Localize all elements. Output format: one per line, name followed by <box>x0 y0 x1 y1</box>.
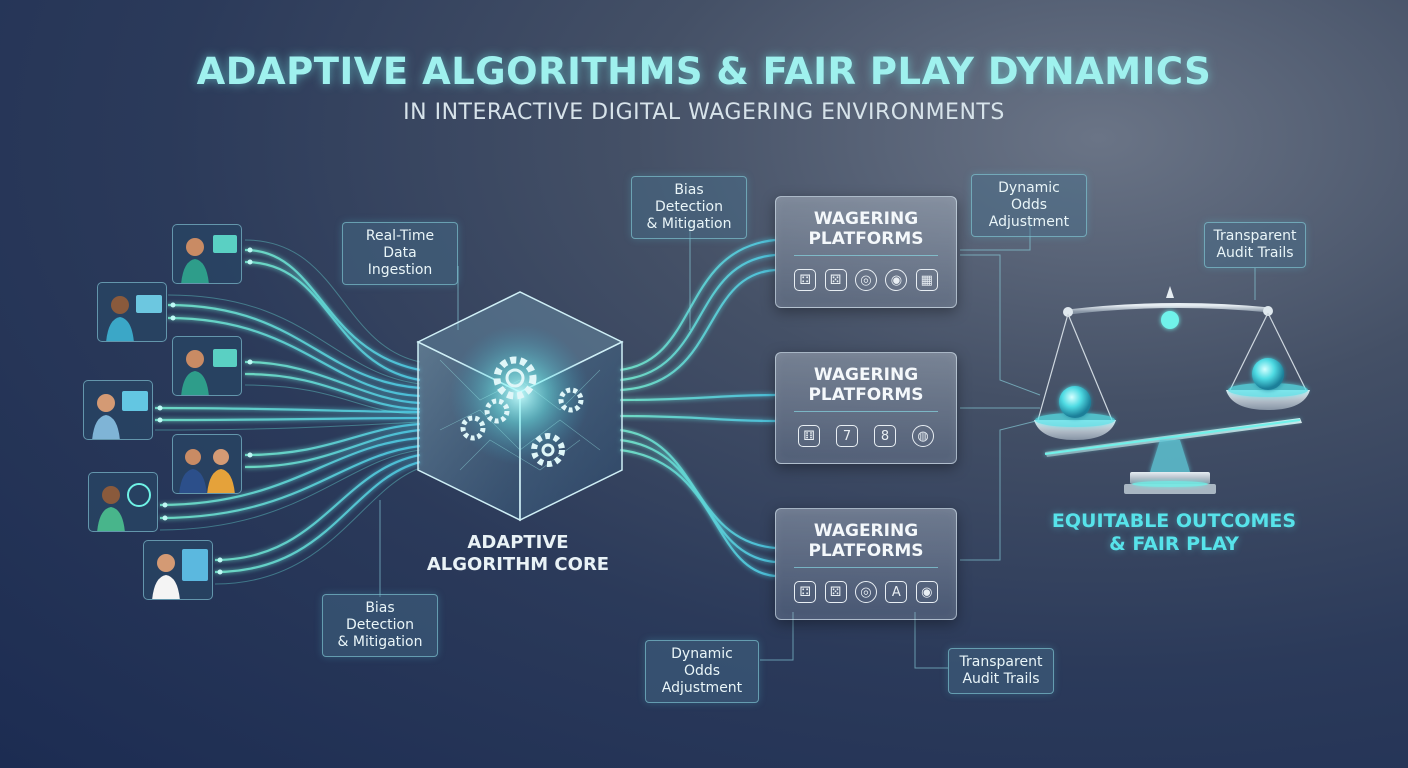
panel-icons: ⚃ ⚄ ◎ ◉ ▦ <box>790 267 942 293</box>
user-card <box>172 434 242 494</box>
page-subtitle: IN INTERACTIVE DIGITAL WAGERING ENVIRONM… <box>403 100 1005 125</box>
eight-icon: 8 <box>874 425 896 447</box>
chip-icon: ◍ <box>912 425 934 447</box>
users-pair-icon <box>179 449 235 493</box>
output-streams <box>619 238 776 578</box>
chip-icon: ◉ <box>885 269 908 291</box>
user-screen-icon <box>106 295 162 341</box>
tag-bias-detection-top: Bias Detection & Mitigation <box>631 176 747 239</box>
seven-icon: 7 <box>836 425 858 447</box>
user-card <box>83 380 153 440</box>
core-label: ADAPTIVE ALGORITHM CORE <box>426 532 610 575</box>
user-phone-icon <box>152 549 208 599</box>
user-card <box>143 540 213 600</box>
user-card <box>172 336 242 396</box>
panel-title: WAGERING PLATFORMS <box>808 365 924 405</box>
stream-dots <box>157 247 253 575</box>
wagering-platform-panel: WAGERING PLATFORMS ⚃ ⚄ ◎ A ◉ <box>775 508 957 620</box>
user-screen-icon <box>92 391 148 439</box>
panel-divider <box>794 255 938 256</box>
gear-icon <box>460 356 584 467</box>
user-card <box>88 472 158 532</box>
dice-icon: ⚃ <box>794 269 817 291</box>
user-hologram-icon <box>97 483 151 531</box>
dice-icon: ⚄ <box>824 581 847 603</box>
outcome-label: EQUITABLE OUTCOMES & FAIR PLAY <box>1051 510 1297 555</box>
input-streams-faint <box>154 239 421 585</box>
panel-title: WAGERING PLATFORMS <box>808 209 924 249</box>
user-card <box>97 282 167 342</box>
tag-dynamic-odds-bottom: Dynamic Odds Adjustment <box>645 640 759 703</box>
balance-scale-icon <box>1034 286 1310 494</box>
tag-dynamic-odds-top: Dynamic Odds Adjustment <box>971 174 1087 237</box>
wagering-platform-panel: WAGERING PLATFORMS ⚃ ⚄ ◎ ◉ ▦ <box>775 196 957 308</box>
tag-audit-trails-top: Transparent Audit Trails <box>1204 222 1306 268</box>
chip-icon: ◎ <box>854 269 877 291</box>
chip-icon: ◉ <box>915 581 938 603</box>
panel-divider <box>794 567 938 568</box>
dice-icon: ⚃ <box>794 581 817 603</box>
page-title: ADAPTIVE ALGORITHMS & FAIR PLAY DYNAMICS <box>196 50 1212 93</box>
input-streams <box>154 248 421 574</box>
tag-bias-detection-bottom: Bias Detection & Mitigation <box>322 594 438 657</box>
chip-icon: ◎ <box>854 581 877 603</box>
panel-icons: ⚃ ⚄ ◎ A ◉ <box>790 579 942 605</box>
panel-divider <box>794 411 938 412</box>
dice-icon: ⚄ <box>824 269 847 291</box>
user-tablet-icon <box>181 349 237 395</box>
ace-icon: A <box>885 581 908 603</box>
connector-lines <box>379 220 1256 669</box>
algorithm-core-cube <box>416 291 624 522</box>
dice-icon: ⚅ <box>798 425 820 447</box>
panel-title: WAGERING PLATFORMS <box>808 521 924 561</box>
user-tablet-icon <box>181 235 237 283</box>
user-card <box>172 224 242 284</box>
wagering-platform-panel: WAGERING PLATFORMS ⚅ 7 8 ◍ <box>775 352 957 464</box>
panel-icons: ⚅ 7 8 ◍ <box>790 423 942 449</box>
tag-real-time-data: Real-Time Data Ingestion <box>342 222 458 285</box>
tag-audit-trails-bottom: Transparent Audit Trails <box>948 648 1054 694</box>
cards-icon: ▦ <box>915 269 938 291</box>
